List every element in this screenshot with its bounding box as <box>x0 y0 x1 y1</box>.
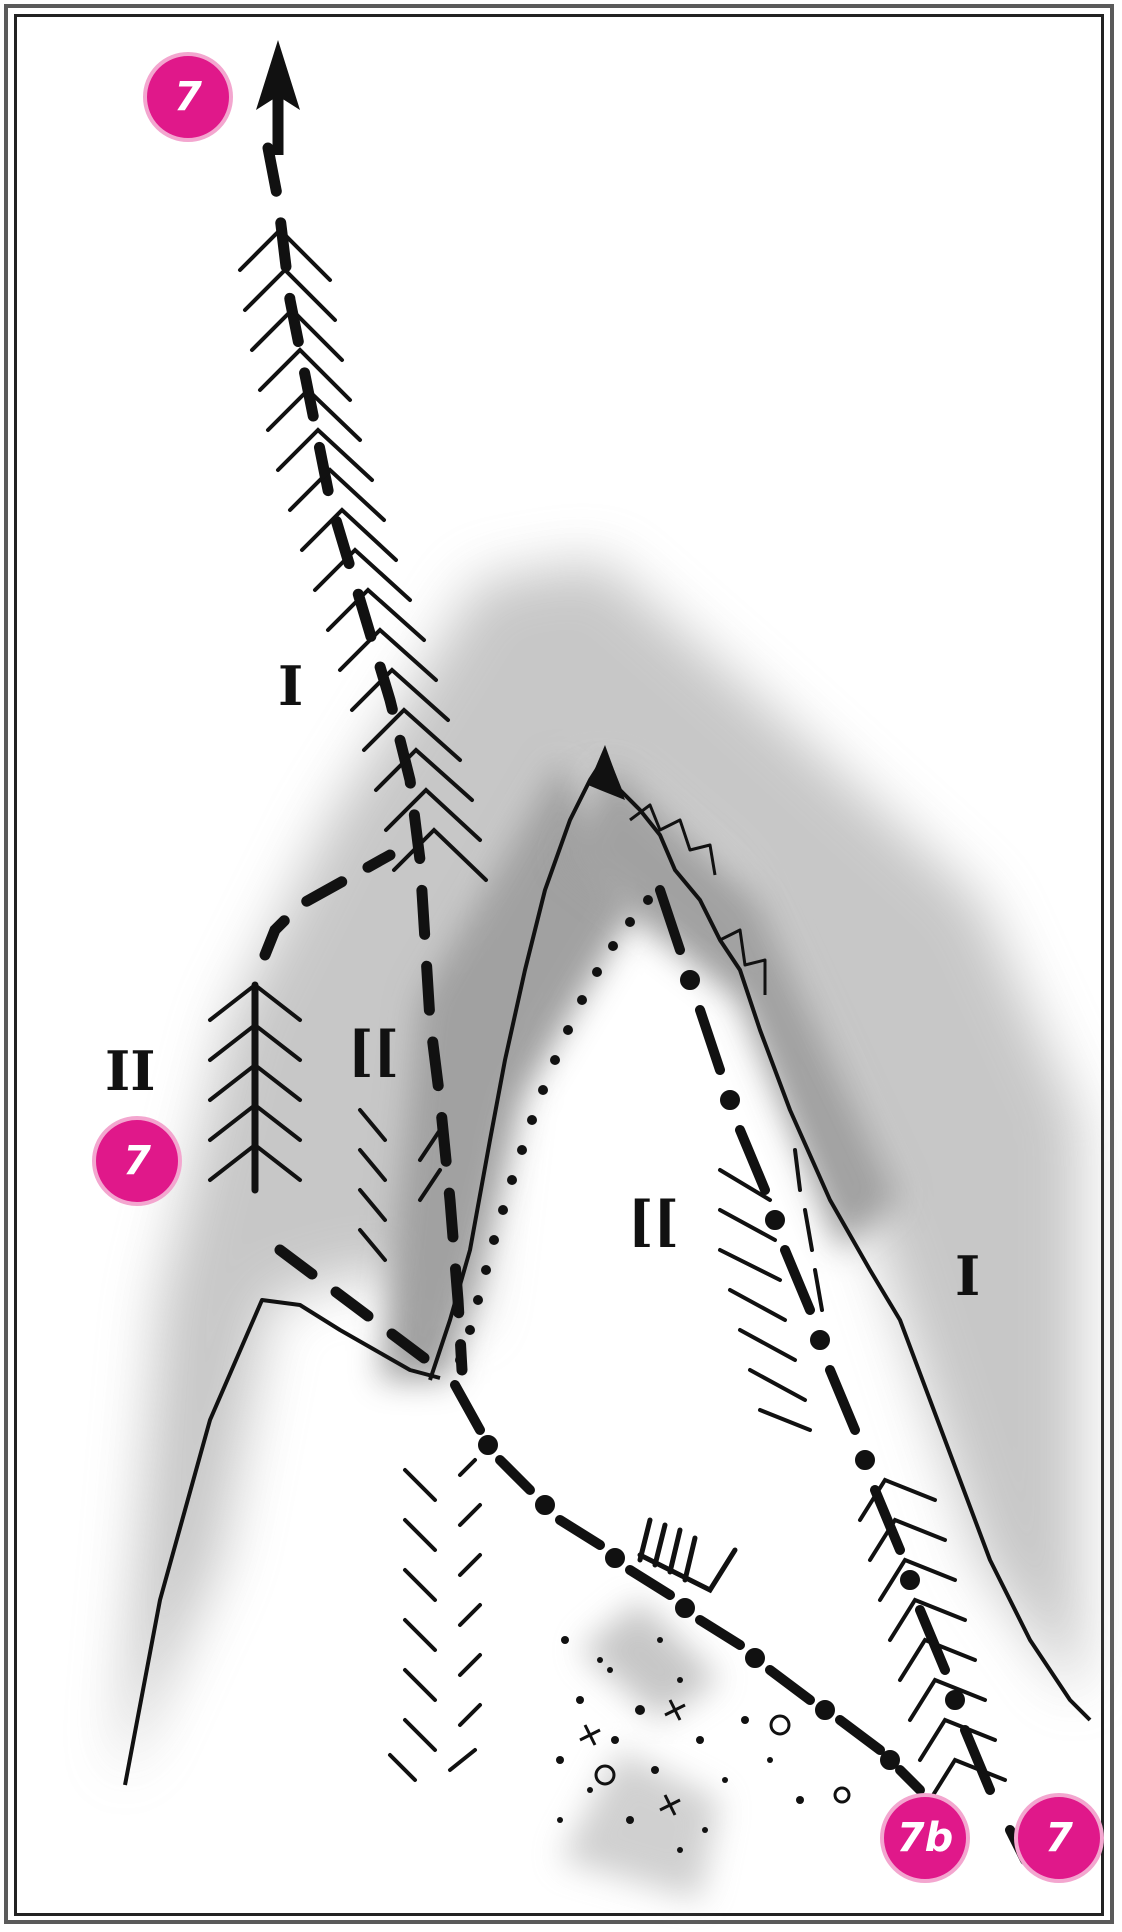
route-marker-top-left[interactable]: 7 <box>143 52 233 142</box>
route-marker-bottom-right[interactable]: 7 <box>1014 1793 1104 1883</box>
grade-label-upper-left: I <box>278 654 303 718</box>
arrow-up-icon <box>256 40 300 155</box>
grade-label-face: [[ <box>628 1189 679 1253</box>
route-marker-bottom-center[interactable]: 7b <box>880 1793 970 1883</box>
grade-label-right-slope: I <box>955 1244 980 1308</box>
grade-label-left-edge: II <box>105 1039 156 1103</box>
route-marker-mid-left[interactable]: 7 <box>92 1116 182 1206</box>
route-7b-line <box>455 1385 920 1790</box>
chevron-open-column-icon <box>390 1460 480 1780</box>
grade-label-couloir: [[ <box>348 1019 399 1083</box>
